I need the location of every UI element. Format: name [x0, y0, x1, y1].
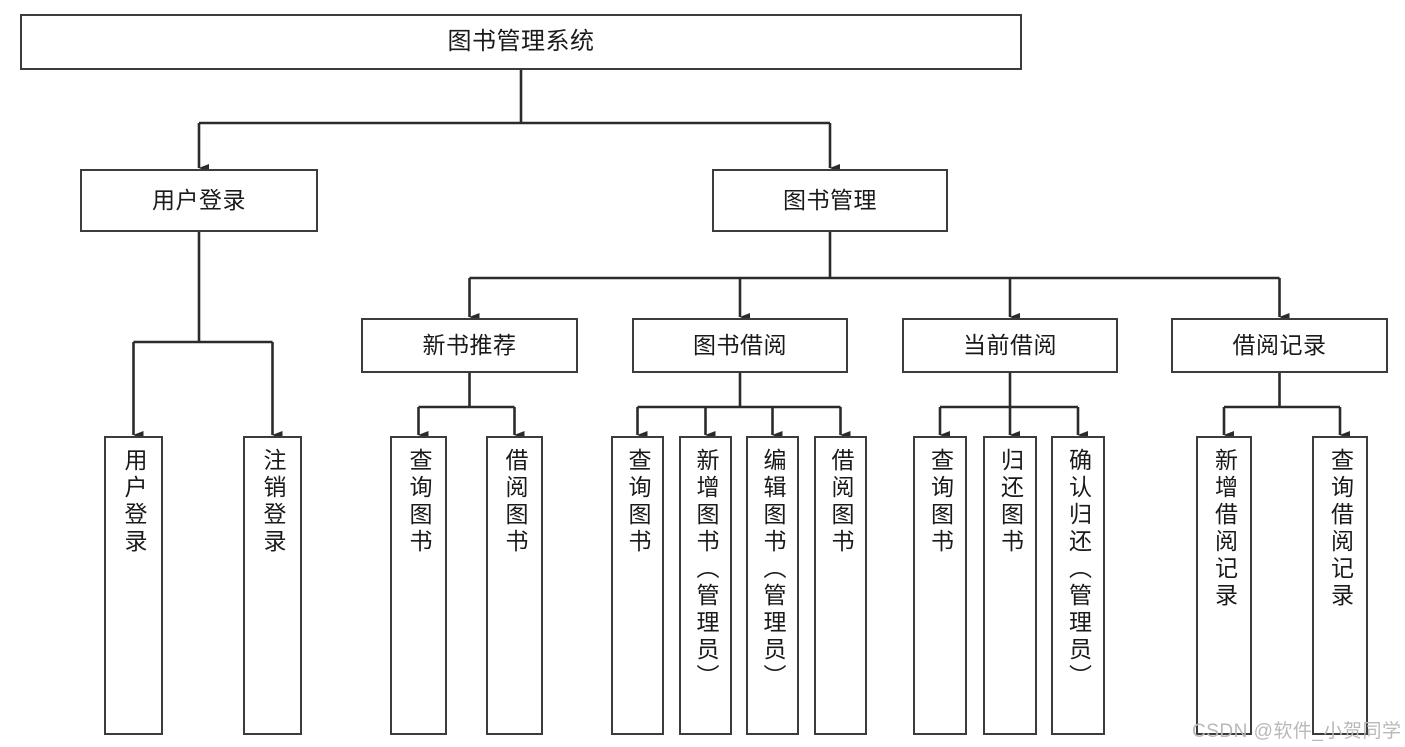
node-leaf-return-book[interactable]: 归还图书 — [983, 436, 1037, 735]
node-current-borrow[interactable]: 当前借阅 — [902, 318, 1118, 373]
node-label: 确认归还（管理员） — [1065, 448, 1092, 691]
node-leaf-add-record[interactable]: 新增借阅记录 — [1196, 436, 1252, 735]
node-label: 图书管理系统 — [447, 27, 595, 55]
node-label: 查询图书 — [927, 448, 954, 556]
node-label: 查询图书 — [406, 448, 432, 556]
node-label: 注销登录 — [260, 448, 286, 556]
node-book-manage[interactable]: 图书管理 — [712, 169, 948, 232]
csdn-watermark: CSDN @软件_小贺同学 — [1192, 721, 1402, 742]
node-new-book-rec[interactable]: 新书推荐 — [361, 318, 578, 373]
node-leaf-borrow-book-2[interactable]: 借阅图书 — [814, 436, 867, 735]
node-leaf-confirm-ret[interactable]: 确认归还（管理员） — [1051, 436, 1105, 735]
node-label: 用户登录 — [121, 448, 147, 556]
node-borrow-record[interactable]: 借阅记录 — [1171, 318, 1388, 373]
node-label: 新书推荐 — [422, 331, 517, 358]
node-user-login[interactable]: 用户登录 — [80, 169, 318, 232]
node-label: 查询借阅记录 — [1327, 448, 1354, 610]
node-leaf-query-book-3[interactable]: 查询图书 — [913, 436, 967, 735]
node-label: 用户登录 — [152, 186, 246, 213]
node-label: 查询图书 — [625, 448, 651, 556]
node-book-borrow[interactable]: 图书借阅 — [632, 318, 848, 373]
node-leaf-query-record[interactable]: 查询借阅记录 — [1312, 436, 1368, 735]
node-leaf-query-book-2[interactable]: 查询图书 — [611, 436, 664, 735]
node-label: 借阅图书 — [828, 448, 854, 556]
node-label: 编辑图书（管理员） — [760, 448, 786, 691]
node-leaf-borrow-book-1[interactable]: 借阅图书 — [486, 436, 543, 735]
node-label: 借阅记录 — [1232, 331, 1327, 358]
node-label: 图书借阅 — [693, 331, 787, 358]
node-label: 归还图书 — [997, 448, 1024, 556]
node-label: 当前借阅 — [963, 331, 1057, 358]
node-leaf-query-book-1[interactable]: 查询图书 — [390, 436, 447, 735]
node-label: 借阅图书 — [502, 448, 528, 556]
node-leaf-user-login[interactable]: 用户登录 — [104, 436, 163, 735]
node-label: 新增借阅记录 — [1211, 448, 1238, 610]
node-label: 新增图书（管理员） — [693, 448, 719, 691]
node-root[interactable]: 图书管理系统 — [20, 14, 1022, 70]
node-leaf-logout[interactable]: 注销登录 — [243, 436, 302, 735]
node-leaf-edit-book[interactable]: 编辑图书（管理员） — [746, 436, 799, 735]
node-label: 图书管理 — [783, 186, 877, 213]
node-leaf-add-book[interactable]: 新增图书（管理员） — [679, 436, 732, 735]
